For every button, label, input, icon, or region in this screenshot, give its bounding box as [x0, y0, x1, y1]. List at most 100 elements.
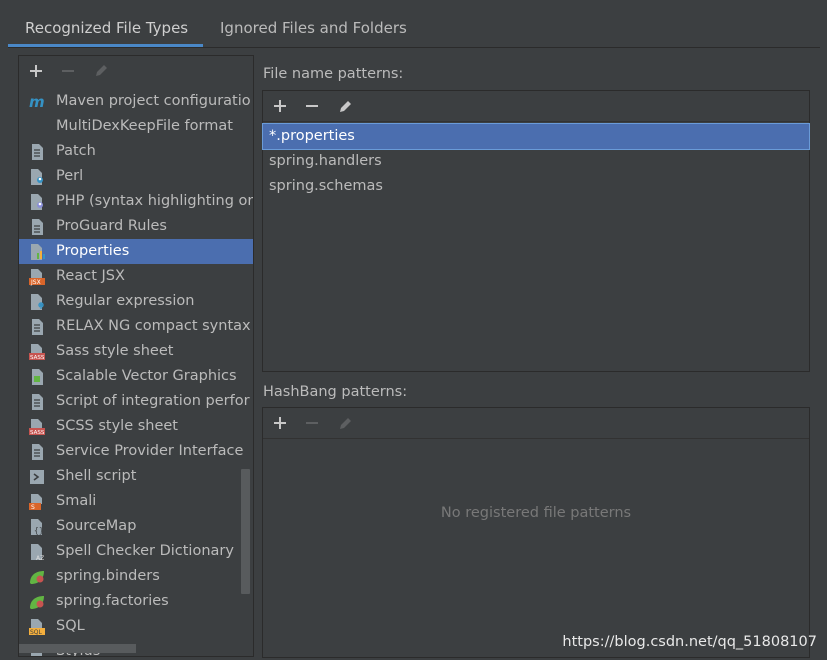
- tab-recognized-file-types[interactable]: Recognized File Types: [25, 19, 189, 37]
- pattern-row[interactable]: spring.schemas: [269, 178, 383, 194]
- file-type-row[interactable]: RELAX NG compact syntax: [19, 314, 253, 339]
- file-type-label: ProGuard Rules: [56, 218, 167, 234]
- svg-text:S: S: [31, 504, 35, 511]
- empty-state-text: No registered file patterns: [440, 505, 632, 521]
- file-type-row[interactable]: spring.factories: [19, 589, 253, 614]
- plus-icon: [274, 417, 286, 429]
- file-type-label: Maven project configuratio: [56, 93, 251, 109]
- remove-file-type-button[interactable]: [57, 60, 79, 82]
- edit-file-type-button[interactable]: [90, 60, 112, 82]
- file-type-row[interactable]: S Smali: [19, 489, 253, 514]
- spring-leaf-icon: [28, 593, 46, 611]
- sourcemap-file-icon: {}: [28, 518, 46, 536]
- minus-icon: [62, 70, 74, 72]
- file-types-toolbar: [19, 56, 253, 86]
- file-type-label: React JSX: [56, 268, 125, 284]
- sass-file-icon: SASS: [28, 343, 46, 361]
- remove-hashbang-button[interactable]: [301, 412, 323, 434]
- file-type-label: Smali: [56, 493, 97, 509]
- file-type-row[interactable]: spring.binders: [19, 564, 253, 589]
- file-type-row[interactable]: Perl: [19, 164, 253, 189]
- file-type-row[interactable]: Script of integration perfor: [19, 389, 253, 414]
- svg-text:JSX: JSX: [30, 279, 41, 286]
- file-type-row[interactable]: ProGuard Rules: [19, 214, 253, 239]
- plus-icon: [274, 100, 286, 112]
- proguard-file-icon: [28, 218, 46, 236]
- file-name-patterns-box: *.properties spring.handlers spring.sche…: [262, 90, 810, 372]
- tab-bar: Recognized File Types Ignored Files and …: [0, 0, 827, 48]
- minus-icon: [306, 105, 318, 107]
- file-name-patterns-list: *.properties spring.handlers spring.sche…: [262, 122, 810, 199]
- file-type-row[interactable]: Service Provider Interface: [19, 439, 253, 464]
- svg-text:{}: {}: [34, 526, 44, 535]
- file-type-label: spring.factories: [56, 593, 169, 609]
- file-type-row[interactable]: SASS SCSS style sheet: [19, 414, 253, 439]
- relaxng-file-icon: [28, 318, 46, 336]
- maven-icon: m: [28, 93, 46, 111]
- minus-icon: [306, 422, 318, 424]
- file-type-label: Scalable Vector Graphics: [56, 368, 237, 384]
- active-tab-indicator: [8, 44, 203, 47]
- edit-pattern-button[interactable]: [335, 95, 357, 117]
- pattern-row[interactable]: spring.handlers: [269, 153, 382, 169]
- file-type-label: Service Provider Interface: [56, 443, 244, 459]
- file-type-label: Properties: [56, 243, 130, 259]
- add-pattern-button[interactable]: [269, 95, 291, 117]
- file-type-label: SourceMap: [56, 518, 137, 534]
- remove-pattern-button[interactable]: [301, 95, 323, 117]
- file-name-patterns-label: File name patterns:: [263, 66, 404, 82]
- file-name-patterns-toolbar: [263, 91, 809, 122]
- file-type-row[interactable]: {} SourceMap: [19, 514, 253, 539]
- vertical-scrollbar-thumb[interactable]: [241, 469, 250, 594]
- file-type-row[interactable]: Patch: [19, 139, 253, 164]
- scss-file-icon: SASS: [28, 418, 46, 436]
- spi-file-icon: [28, 443, 46, 461]
- hashbang-patterns-box: No registered file patterns: [262, 407, 810, 658]
- file-type-row[interactable]: MultiDexKeepFile format: [19, 114, 253, 139]
- add-hashbang-button[interactable]: [269, 412, 291, 434]
- hashbang-patterns-toolbar: [263, 408, 809, 439]
- file-type-label: SQL: [56, 618, 85, 634]
- file-type-label: Spell Checker Dictionary: [56, 543, 234, 559]
- file-type-row[interactable]: PHP (syntax highlighting or: [19, 189, 253, 214]
- svg-file-icon: [28, 368, 46, 386]
- file-type-row[interactable]: Properties: [19, 239, 253, 264]
- file-type-row[interactable]: Shell script: [19, 464, 253, 489]
- file-type-label: spring.binders: [56, 568, 160, 584]
- file-type-label: MultiDexKeepFile format: [56, 118, 233, 134]
- horizontal-scrollbar-thumb[interactable]: [19, 644, 136, 653]
- properties-file-icon: [28, 243, 46, 261]
- add-file-type-button[interactable]: [25, 60, 47, 82]
- shell-script-icon: [28, 468, 46, 486]
- pattern-row[interactable]: *.properties: [262, 123, 810, 150]
- file-type-label: Script of integration perfor: [56, 393, 250, 409]
- jsx-file-icon: JSX: [28, 268, 46, 286]
- regex-file-icon: [28, 293, 46, 311]
- edit-hashbang-button[interactable]: [335, 412, 357, 434]
- file-type-row[interactable]: AZ Spell Checker Dictionary: [19, 539, 253, 564]
- file-type-row[interactable]: JSX React JSX: [19, 264, 253, 289]
- tab-divider: [8, 47, 820, 48]
- svg-text:AZ: AZ: [36, 555, 44, 561]
- pencil-icon: [340, 418, 351, 429]
- dictionary-file-icon: AZ: [28, 543, 46, 562]
- file-type-row[interactable]: m Maven project configuratio: [19, 89, 253, 114]
- plus-icon: [30, 65, 42, 77]
- hashbang-patterns-label: HashBang patterns:: [263, 384, 408, 400]
- svg-text:SASS: SASS: [30, 430, 45, 436]
- pencil-icon: [96, 65, 107, 76]
- file-type-row[interactable]: Scalable Vector Graphics: [19, 364, 253, 389]
- watermark: https://blog.csdn.net/qq_51808107: [562, 634, 817, 650]
- svg-text:SASS: SASS: [30, 355, 45, 361]
- php-file-icon: [28, 193, 46, 211]
- file-type-label: SCSS style sheet: [56, 418, 178, 434]
- spring-leaf-icon: [28, 568, 46, 586]
- script-file-icon: [28, 393, 46, 411]
- patch-file-icon: [28, 143, 46, 161]
- file-type-row[interactable]: Regular expression: [19, 289, 253, 314]
- tab-ignored-files-and-folders[interactable]: Ignored Files and Folders: [220, 19, 407, 37]
